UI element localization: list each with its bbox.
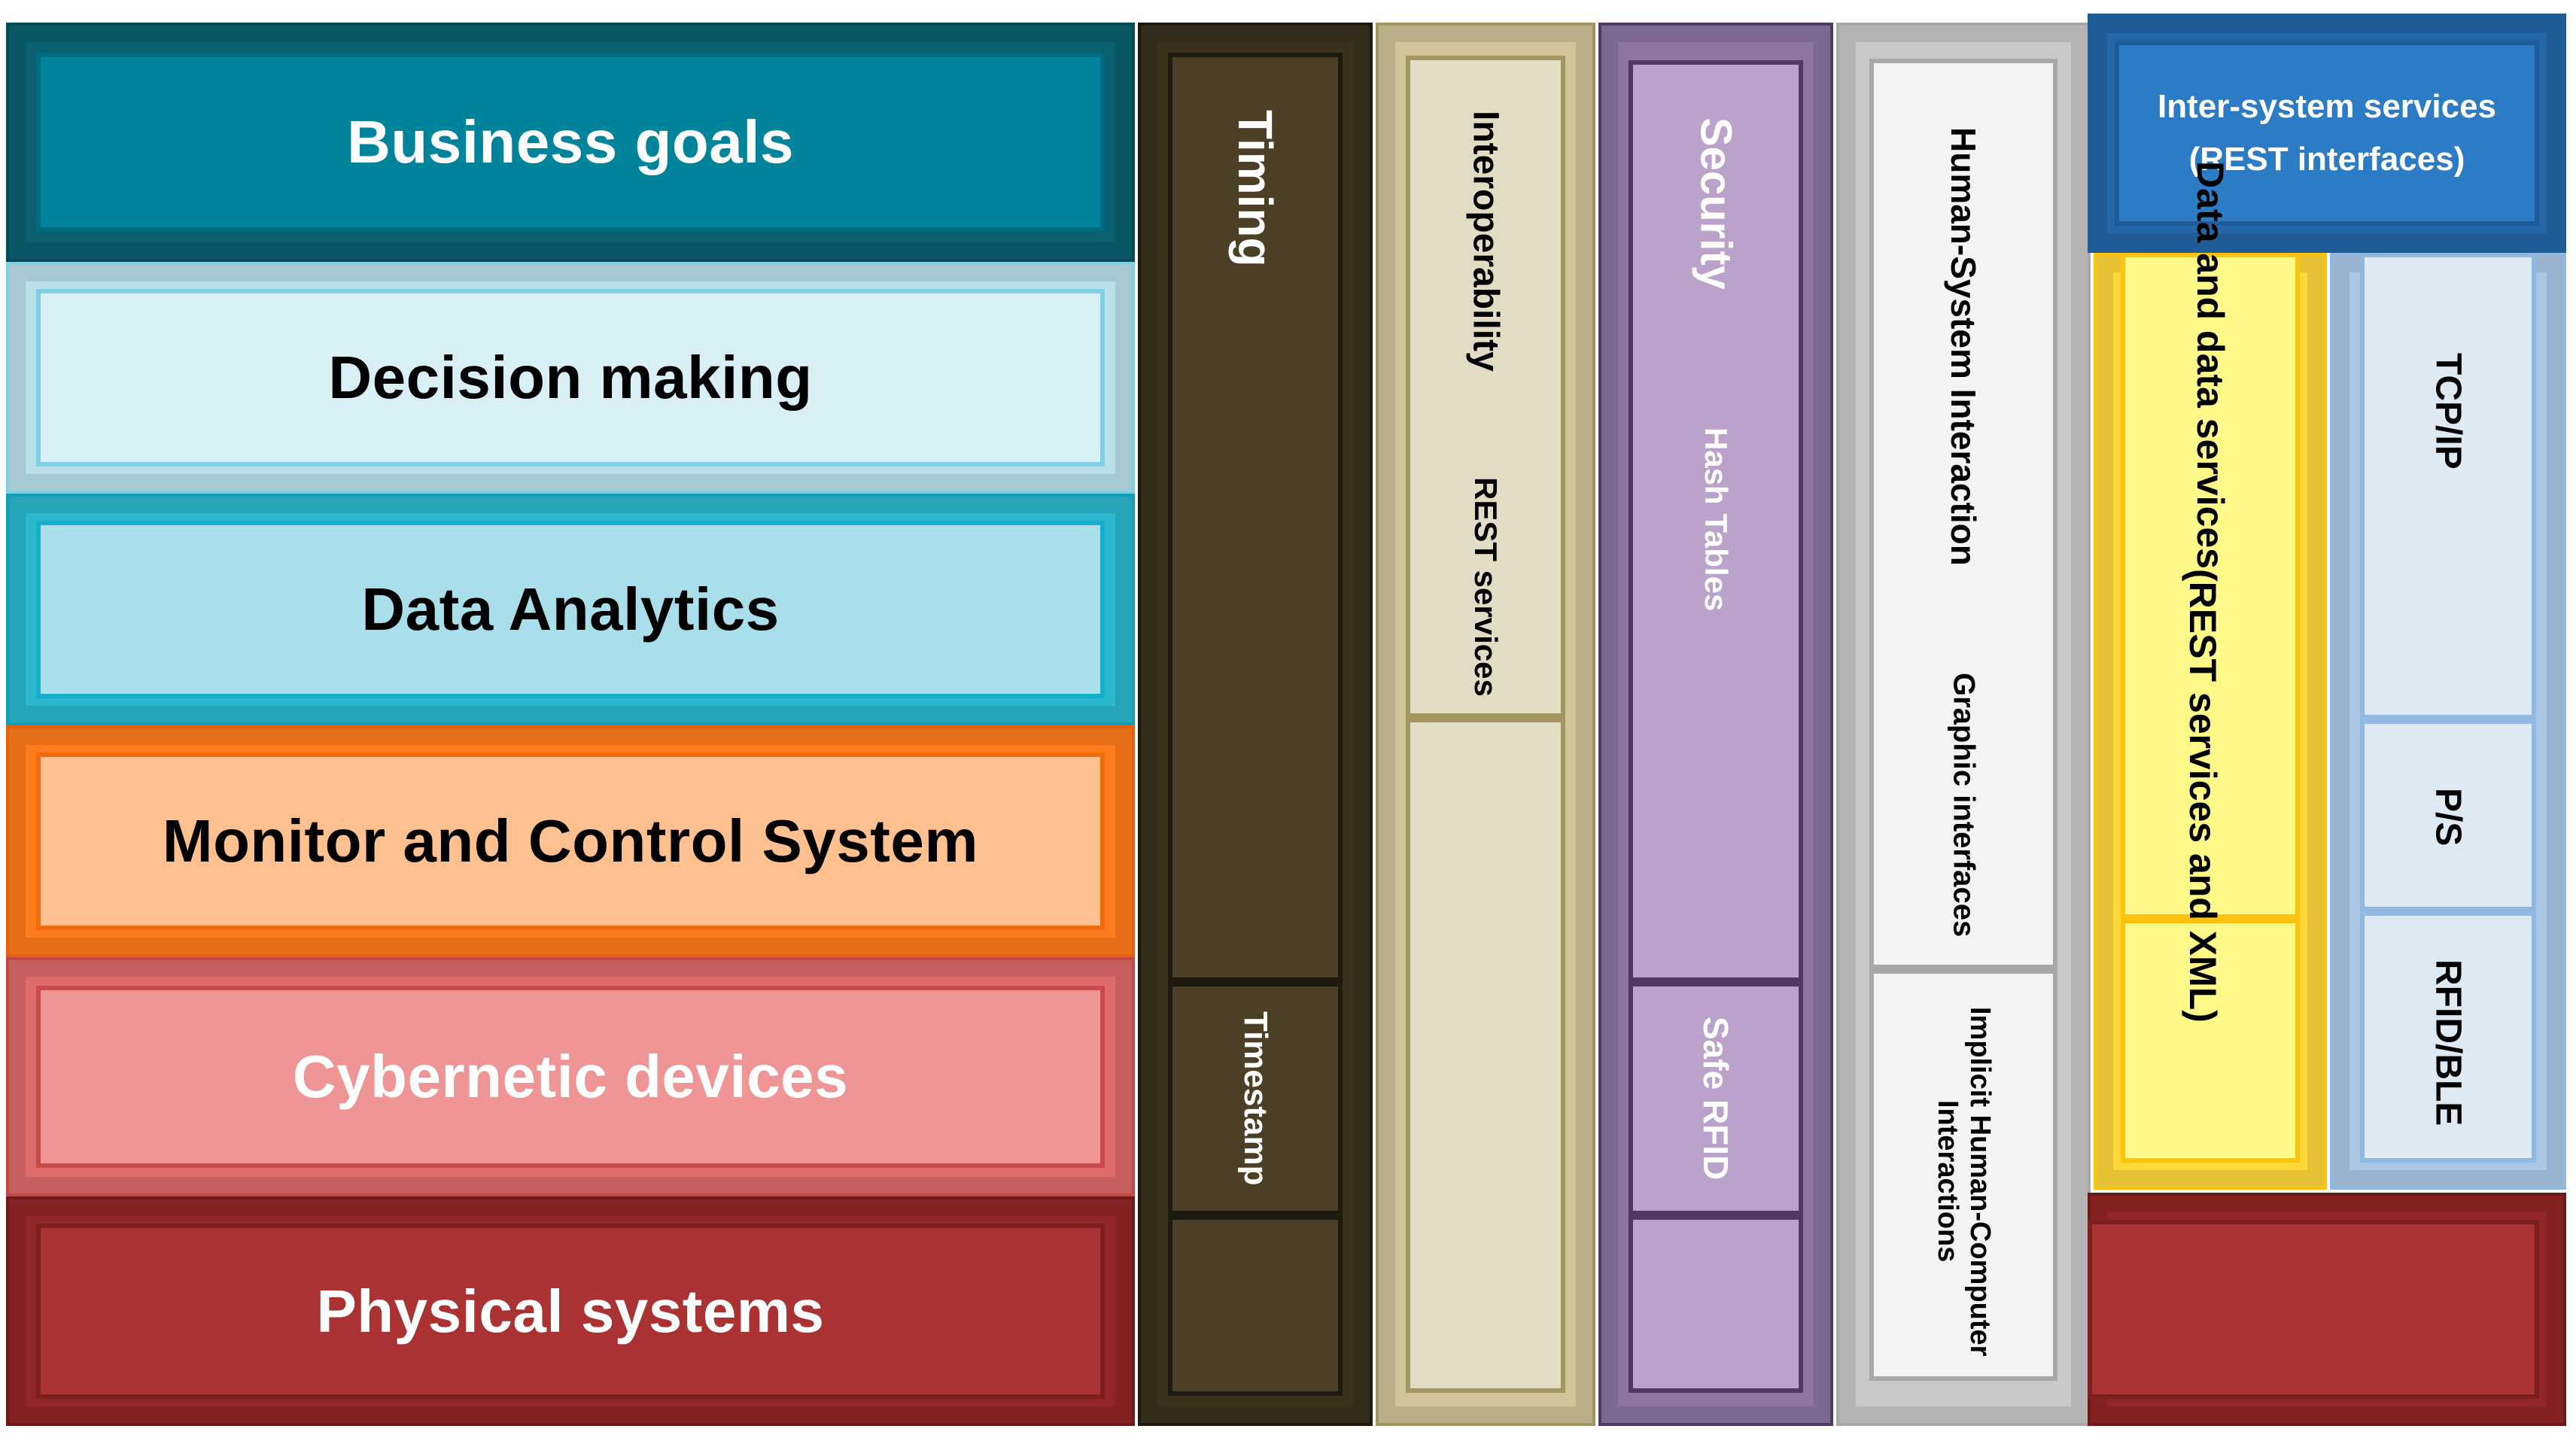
inter-system-services-line2: (REST interfaces) — [2188, 141, 2465, 178]
protocol-rfid-label: RFID/BLE — [2428, 959, 2468, 1126]
layer-cybernetic-devices-face: Cybernetic devices — [36, 986, 1105, 1168]
pillar-security-sub-face — [1629, 982, 1803, 1215]
pillar-timing-label: Timing — [1228, 109, 1282, 267]
pillar-human-system-interaction: Human-System Interaction Graphic interfa… — [1836, 23, 2091, 1426]
block-services-base-face — [2088, 1220, 2539, 1399]
data-services-line2: (REST services and XML) — [2182, 568, 2224, 1023]
layer-decision-making-face: Decision making — [36, 289, 1105, 467]
pillar-hsi-main-face — [1869, 59, 2057, 969]
inter-system-services-line1: Inter-system services — [2157, 88, 2497, 125]
block-data-services-base-face — [2121, 919, 2300, 1163]
protocol-ps-face — [2360, 719, 2536, 911]
block-data-services-main-face — [2121, 253, 2300, 919]
pillar-hsi-sub1-label: Graphic interfaces — [1947, 673, 1981, 938]
pillar-security-main-face — [1629, 60, 1803, 982]
protocol-ps-label: P/S — [2428, 788, 2468, 847]
layer-business-goals-label: Business goals — [347, 108, 794, 175]
layer-monitor-control-face: Monitor and Control System — [36, 752, 1105, 930]
layer-physical-systems-label: Physical systems — [316, 1277, 825, 1345]
layer-cybernetic-devices: Cybernetic devices — [6, 957, 1135, 1196]
pillar-timing: Timing Timestamp — [1138, 23, 1373, 1426]
pillar-interoperability-base-face — [1406, 718, 1565, 1393]
block-inter-system-services-face: Inter-system services (REST interfaces) — [2115, 41, 2539, 226]
pillar-timing-main-face — [1168, 53, 1343, 982]
block-protocols: TCP/IP P/S RFID/BLE — [2330, 253, 2566, 1190]
layer-data-analytics-face: Data Analytics — [36, 521, 1105, 698]
pillar-security: Security Hash Tables Safe RFID — [1598, 23, 1833, 1426]
pillar-interoperability: Interoperability REST services — [1376, 23, 1595, 1426]
block-data-services: Data and data services (REST services an… — [2094, 161, 2327, 1190]
block-services-base — [2088, 1193, 2566, 1426]
layer-physical-systems: Physical systems — [6, 1196, 1135, 1426]
protocol-tcpip-face — [2360, 253, 2536, 719]
layer-decision-making-label: Decision making — [328, 344, 813, 411]
layer-monitor-control-label: Monitor and Control System — [162, 807, 979, 874]
pillar-security-base-face — [1629, 1215, 1803, 1393]
pillar-timing-base-face — [1168, 1215, 1343, 1396]
pillar-hsi-sub-face — [1869, 969, 2057, 1381]
layer-data-analytics: Data Analytics — [6, 494, 1135, 725]
pillar-security-label: Security — [1691, 117, 1741, 290]
pillar-security-sub1-label: Hash Tables — [1699, 427, 1734, 612]
layer-business-goals-face: Business goals — [36, 53, 1105, 232]
pillar-interoperability-sub-label: REST services — [1468, 477, 1504, 697]
protocol-tcpip-label: TCP/IP — [2428, 352, 2468, 470]
pillar-interoperability-label: Interoperability — [1465, 110, 1506, 372]
pillar-timing-sub-label: Timestamp — [1237, 1011, 1274, 1186]
pillar-security-sub2-label: Safe RFID — [1696, 1017, 1735, 1181]
data-services-label: Data and data services (REST services an… — [2121, 161, 2300, 1023]
layer-cybernetic-devices-label: Cybernetic devices — [292, 1043, 849, 1110]
layer-decision-making: Decision making — [6, 262, 1135, 494]
layer-physical-systems-face: Physical systems — [36, 1224, 1105, 1399]
pillar-hsi-label: Human-System Interaction — [1944, 126, 1983, 566]
data-services-line1: Data and data services — [2189, 160, 2231, 569]
block-inter-system-services: Inter-system services (REST interfaces) — [2088, 14, 2566, 253]
pillar-hsi-sub2-label: Implicit Human-Computer Interactions — [1932, 1006, 1996, 1357]
layer-business-goals: Business goals — [6, 23, 1135, 262]
layer-data-analytics-label: Data Analytics — [361, 576, 780, 643]
layer-monitor-control: Monitor and Control System — [6, 725, 1135, 957]
pillar-interoperability-main-face — [1406, 56, 1565, 718]
pillar-timing-sub-face — [1168, 982, 1343, 1215]
protocol-rfid-face — [2360, 911, 2536, 1163]
